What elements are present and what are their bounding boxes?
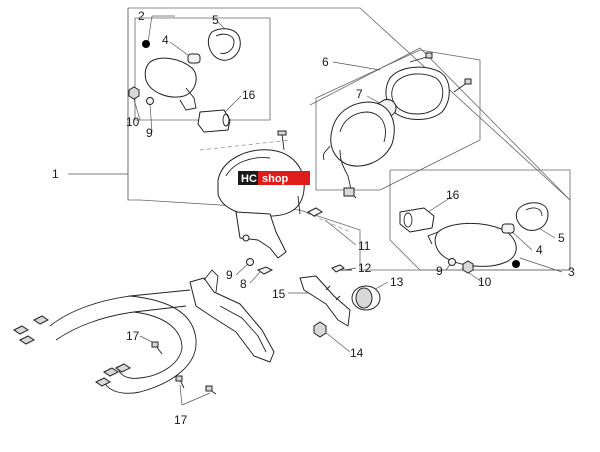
- right-washer: [448, 258, 456, 266]
- logo-right-text: shop: [262, 173, 289, 185]
- callout-4-right: 4: [536, 243, 543, 257]
- callout-2: 2: [138, 9, 145, 23]
- reflector-bracket: [299, 275, 351, 327]
- left-bulb: [187, 53, 201, 64]
- right-indicator-housing: [434, 222, 517, 267]
- callout-12: 12: [358, 261, 372, 275]
- callout-3: 3: [568, 265, 575, 279]
- logo-right-bg: [258, 171, 310, 185]
- bracket-screw: [331, 264, 345, 273]
- rear-frame-group: [13, 258, 275, 395]
- callout-16-right: 16: [446, 188, 460, 202]
- tail-light-body-group: [217, 130, 323, 259]
- body-washer: [246, 258, 254, 266]
- callout-9-left: 9: [146, 126, 153, 140]
- tail-light-bracket: [235, 211, 287, 259]
- left-grommet: [197, 109, 231, 133]
- callout-16-left: 16: [242, 88, 256, 102]
- left-indicator-housing: [144, 57, 197, 98]
- right-indicator-lens: [515, 202, 549, 231]
- plate-bracket-group: [299, 264, 381, 338]
- right-indicator-marker: [512, 260, 520, 268]
- callout-15: 15: [272, 287, 286, 301]
- bracket-nut: [313, 321, 327, 338]
- callout-10-left: 10: [126, 115, 140, 129]
- left-indicator-lens: [207, 28, 241, 61]
- right-indicator-frame: [389, 169, 571, 271]
- right-grommet: [399, 207, 435, 233]
- callout-4-left: 4: [162, 33, 169, 47]
- callout-11: 11: [358, 239, 371, 253]
- callout-9-right: 9: [436, 264, 443, 278]
- callout-9-center: 9: [226, 268, 233, 282]
- left-indicator-group: [128, 28, 241, 133]
- callout-5-left: 5: [212, 13, 219, 27]
- right-indicator-group: [399, 202, 549, 274]
- logo-left-text: HC: [241, 173, 257, 185]
- left-washer: [146, 97, 154, 105]
- assembly-frame: [127, 7, 571, 271]
- left-indicator-frame: [134, 17, 271, 121]
- license-plate-holder: [189, 277, 275, 363]
- body-bolt: [256, 266, 274, 275]
- tail-lamp-housing: [330, 101, 395, 167]
- callout-7: 7: [356, 87, 363, 101]
- callout-5-right: 5: [558, 231, 565, 245]
- tail-lamp-group: [323, 52, 472, 199]
- left-mount-bolts: [13, 315, 49, 345]
- right-nut: [462, 260, 474, 274]
- hc-shop-logo: HC shop: [238, 171, 310, 185]
- callout-6: 6: [322, 55, 329, 69]
- callout-1: 1: [52, 167, 59, 181]
- callout-17-upper: 17: [126, 329, 140, 343]
- body-screw: [307, 207, 323, 217]
- grab-rail: [49, 289, 191, 341]
- assembly-frame-right: [309, 47, 571, 201]
- callout-14: 14: [350, 346, 364, 360]
- tail-lamp-frame: [315, 49, 481, 191]
- logo-left-bg: [238, 171, 258, 185]
- right-bulb: [501, 223, 515, 234]
- left-indicator-marker: [142, 40, 150, 48]
- left-nut: [128, 86, 140, 100]
- callout-13: 13: [390, 275, 404, 289]
- lower-mount-bolts: [95, 363, 131, 387]
- callout-10-right: 10: [478, 275, 492, 289]
- callout-8: 8: [240, 277, 247, 291]
- callout-17-lower: 17: [174, 413, 188, 427]
